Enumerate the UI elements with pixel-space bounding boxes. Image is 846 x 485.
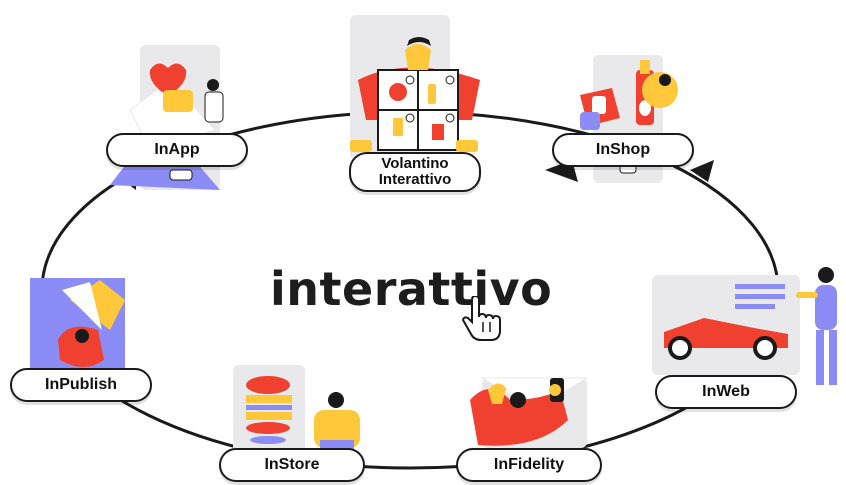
- hand-pointer-icon: [462, 296, 501, 341]
- interattivo-logo: interattivo: [270, 262, 553, 316]
- node-inpublish[interactable]: InPublish: [10, 368, 152, 402]
- node-inpublish-label: InPublish: [45, 375, 117, 393]
- node-volantino-label-line1: Volantino: [381, 155, 449, 173]
- volantino-illustration: [350, 15, 480, 160]
- inweb-illustration: [652, 267, 837, 385]
- node-instore-label: InStore: [264, 455, 320, 473]
- node-inweb[interactable]: InWeb: [655, 375, 797, 409]
- infidelity-illustration: [470, 377, 589, 448]
- node-inweb-label: InWeb: [702, 382, 750, 400]
- node-infidelity[interactable]: InFidelity: [456, 448, 602, 482]
- node-infidelity-label: InFidelity: [493, 455, 565, 473]
- node-inapp-label: InApp: [154, 140, 200, 158]
- node-inshop-label: InShop: [595, 140, 651, 158]
- node-volantino-label-line2: Interattivo: [378, 171, 452, 188]
- node-instore[interactable]: InStore: [219, 448, 365, 482]
- arrow-head-inshop-right: [690, 160, 714, 182]
- node-volantino-interattivo[interactable]: Volantino Interattivo: [349, 152, 481, 192]
- node-inapp[interactable]: InApp: [106, 133, 248, 167]
- inpublish-illustration: [30, 278, 125, 378]
- node-inshop[interactable]: InShop: [552, 133, 694, 167]
- inapp-illustration: [110, 45, 224, 190]
- instore-illustration: [233, 365, 360, 460]
